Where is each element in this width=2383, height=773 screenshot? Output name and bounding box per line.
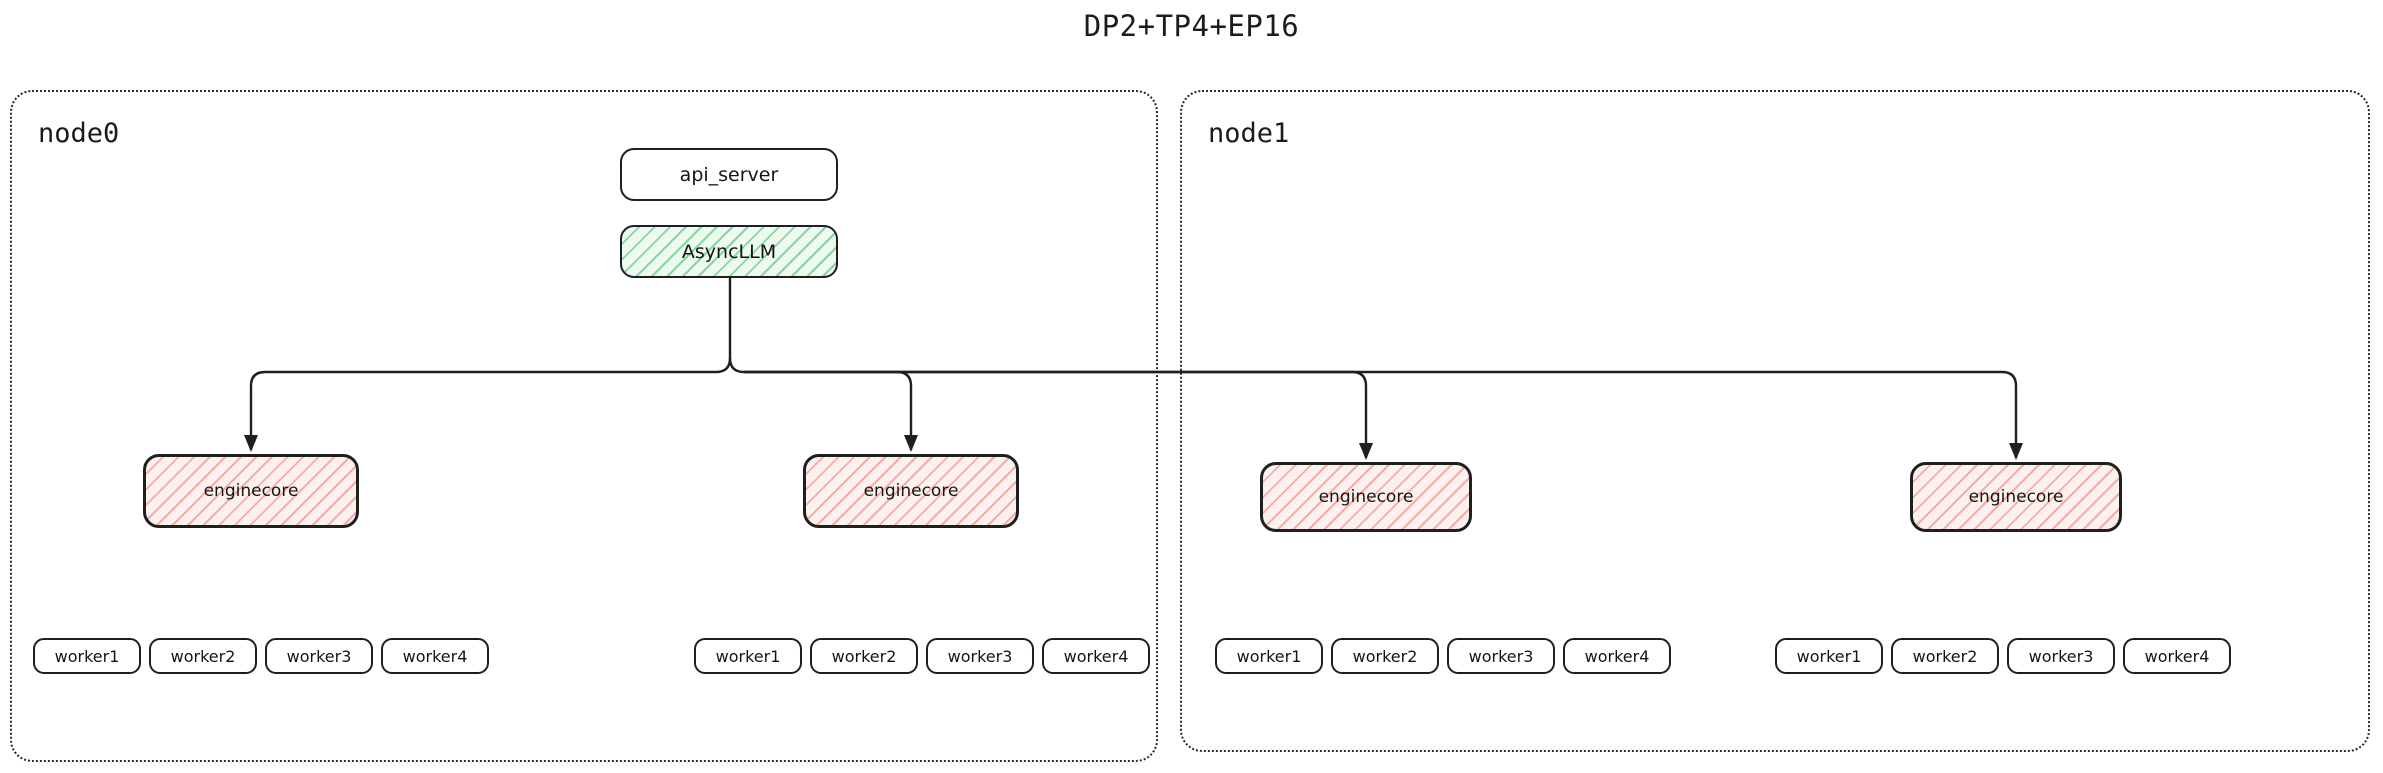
worker-box[interactable]: worker1 (1775, 638, 1883, 674)
node-label-node0: node0 (38, 118, 120, 149)
node-label-node1: node1 (1208, 118, 1290, 149)
enginecore-box[interactable]: enginecore (1260, 462, 1472, 532)
worker-box[interactable]: worker3 (1447, 638, 1555, 674)
worker-box[interactable]: worker4 (1563, 638, 1671, 674)
asyncllm-box[interactable]: AsyncLLM (620, 225, 838, 278)
worker-box[interactable]: worker2 (149, 638, 257, 674)
worker-box[interactable]: worker4 (381, 638, 489, 674)
enginecore-box[interactable]: enginecore (143, 454, 359, 528)
worker-box[interactable]: worker2 (1891, 638, 1999, 674)
enginecore-box[interactable]: enginecore (1910, 462, 2122, 532)
worker-box[interactable]: worker2 (810, 638, 918, 674)
api_server-box[interactable]: api_server (620, 148, 838, 201)
worker-box[interactable]: worker3 (926, 638, 1034, 674)
worker-box[interactable]: worker1 (694, 638, 802, 674)
worker-box[interactable]: worker2 (1331, 638, 1439, 674)
worker-box[interactable]: worker1 (1215, 638, 1323, 674)
worker-box[interactable]: worker4 (1042, 638, 1150, 674)
worker-box[interactable]: worker3 (2007, 638, 2115, 674)
enginecore-box[interactable]: enginecore (803, 454, 1019, 528)
worker-box[interactable]: worker1 (33, 638, 141, 674)
page-title: DP2+TP4+EP16 (1083, 9, 1300, 43)
worker-box[interactable]: worker4 (2123, 638, 2231, 674)
worker-box[interactable]: worker3 (265, 638, 373, 674)
